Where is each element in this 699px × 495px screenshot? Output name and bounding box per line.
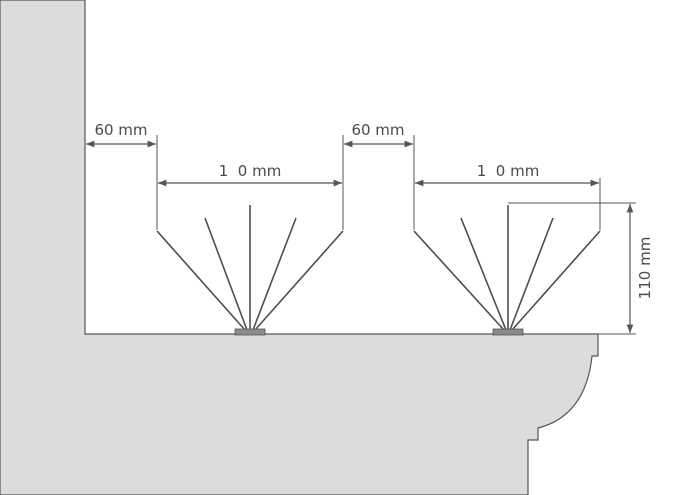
extension-lines <box>84 135 636 335</box>
dimension-label-spike-height: 110 mm <box>636 237 654 300</box>
spike-wire <box>460 217 507 331</box>
dimension-gap-left: 60 mm <box>86 121 156 148</box>
dimension-label-spike-width-left: 1 0 mm <box>219 162 282 180</box>
spike-wire <box>204 217 248 331</box>
spike-wire <box>413 230 505 331</box>
wall-and-ledge <box>0 0 599 495</box>
spike-wire <box>511 230 601 331</box>
dimension-label-gap-middle: 60 mm <box>351 121 404 139</box>
dimension-spike-height: 110 mm <box>626 204 654 333</box>
spike-base-strip <box>492 328 524 336</box>
dimension-label-gap-left: 60 mm <box>94 121 147 139</box>
spike-wire <box>254 230 344 331</box>
bird-spike-left <box>156 205 344 336</box>
dimension-gap-middle: 60 mm <box>344 121 413 148</box>
spike-wire <box>252 217 297 331</box>
dimension-spike-width-right: 1 0 mm <box>415 162 599 187</box>
spike-wire <box>509 217 554 331</box>
dimension-spike-width-left: 1 0 mm <box>158 162 342 187</box>
spike-base-strip <box>234 328 266 336</box>
bird-spike-right <box>413 205 601 336</box>
dimension-label-spike-width-right: 1 0 mm <box>477 162 540 180</box>
spike-wire <box>156 230 246 331</box>
